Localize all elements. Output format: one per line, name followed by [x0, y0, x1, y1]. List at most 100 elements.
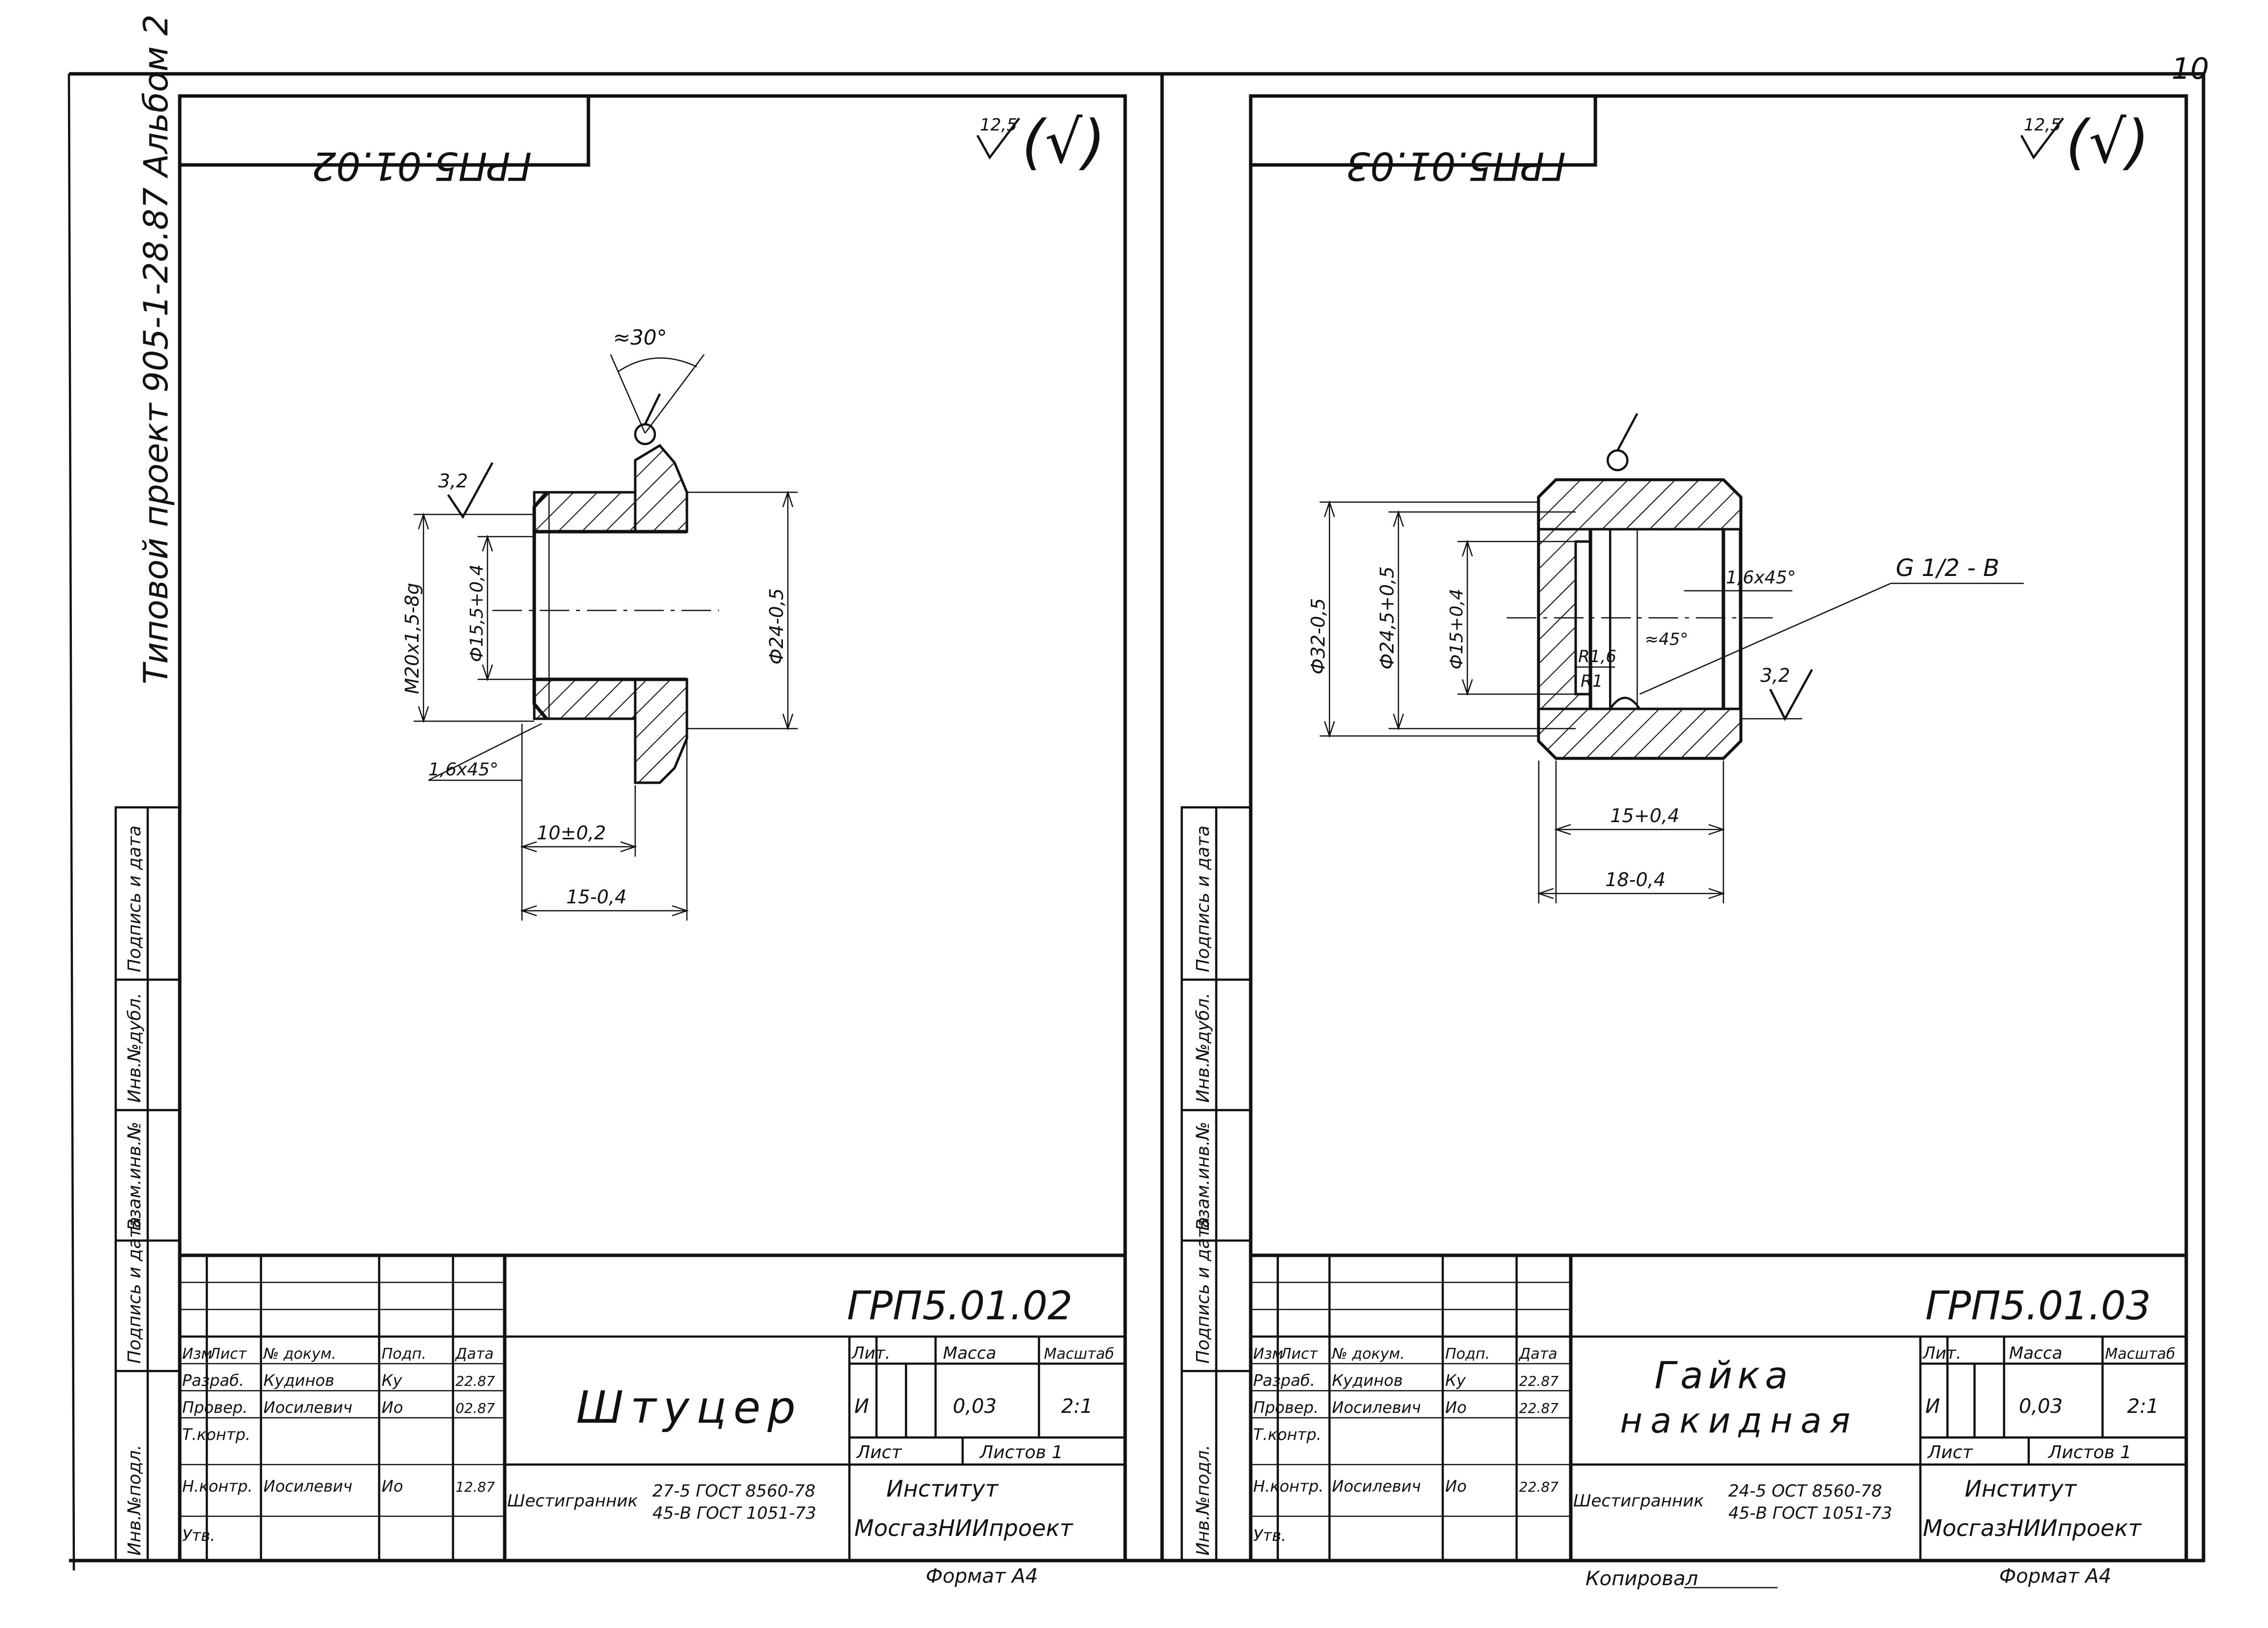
svg-text:Ио: Ио [382, 1477, 403, 1496]
side-note: Типовой проект 905-1-28.87 Альбом 2 [137, 14, 176, 684]
svg-text:12,5: 12,5 [980, 115, 1017, 135]
svg-text:№ докум.: № докум. [262, 1345, 336, 1363]
copied-label: Копировал [1586, 1567, 1698, 1590]
svg-text:≈30°: ≈30° [613, 325, 667, 350]
svg-text:Масштаб: Масштаб [1044, 1345, 1114, 1363]
svg-text:Ф24,5+0,5: Ф24,5+0,5 [1376, 566, 1398, 670]
svg-text:(√): (√) [1022, 108, 1105, 177]
svg-text:22.87: 22.87 [455, 1373, 495, 1389]
svg-text:Масса: Масса [2009, 1343, 2062, 1363]
svg-text:Иосиле­вич: Иосиле­вич [263, 1398, 353, 1417]
svg-text:22.87: 22.87 [1519, 1400, 1558, 1416]
svg-text:Утв.: Утв. [182, 1526, 215, 1545]
svg-text:18-0,4: 18-0,4 [1605, 869, 1666, 891]
svg-text:22.87: 22.87 [1519, 1479, 1558, 1495]
svg-text:Институт: Институт [886, 1475, 999, 1502]
svg-text:Т.контр.: Т.контр. [182, 1425, 251, 1444]
svg-text:И: И [1925, 1395, 1940, 1418]
right-side-label-4: Подпись и дата [1193, 826, 1213, 972]
svg-text:45-В ГОСТ 1051-73: 45-В ГОСТ 1051-73 [1728, 1503, 1892, 1523]
svg-text:И: И [854, 1395, 869, 1418]
svg-text:Дата: Дата [454, 1345, 494, 1363]
svg-text:Ио: Ио [1445, 1477, 1467, 1496]
svg-text:Лист: Лист [856, 1442, 902, 1463]
svg-text:Кудинов: Кудинов [263, 1371, 334, 1390]
svg-text:Листов 1: Листов 1 [2047, 1442, 2132, 1463]
svg-text:Ф15+0,4: Ф15+0,4 [1447, 589, 1467, 670]
svg-text:R1,6: R1,6 [1578, 647, 1617, 667]
right-side-label-3: Инв.№дубл. [1193, 993, 1213, 1103]
svg-text:Т.контр.: Т.контр. [1253, 1425, 1322, 1444]
svg-text:Н.контр.: Н.контр. [182, 1477, 253, 1496]
right-title-block: Изм Лист № докум. Подп. Дата Разраб. Куд… [1251, 1253, 2186, 1561]
svg-text:Ку: Ку [1445, 1371, 1466, 1390]
right-stamp-code-rotated: ГРП5.01.03 [1346, 143, 1566, 188]
svg-text:Ф15,5+0,4: Ф15,5+0,4 [467, 564, 487, 662]
left-roughness-mark: 12,5 (√) [976, 108, 1105, 177]
svg-text:Листов 1: Листов 1 [979, 1442, 1063, 1463]
right-part-nut: Ф32-0,5 Ф24,5+0,5 Ф15+0,4 1,6х45° G 1/2 … [1307, 413, 2024, 903]
svg-text:45-В ГОСТ 1051-73: 45-В ГОСТ 1051-73 [652, 1503, 816, 1523]
svg-text:Ку: Ку [382, 1371, 403, 1390]
right-side-label-0: Инв.№подл. [1193, 1445, 1213, 1556]
svg-text:Разраб.: Разраб. [1253, 1371, 1315, 1390]
svg-text:G 1/2 - B: G 1/2 - B [1896, 554, 1999, 582]
svg-text:Ф24-0,5: Ф24-0,5 [766, 588, 787, 665]
svg-text:Кудинов: Кудинов [1332, 1371, 1403, 1390]
svg-text:≈45°: ≈45° [1645, 630, 1688, 649]
svg-text:15+0,4: 15+0,4 [1610, 805, 1680, 827]
svg-text:№ докум.: № докум. [1331, 1345, 1405, 1363]
svg-text:Шестигранник: Шестигранник [507, 1491, 638, 1511]
svg-text:10±0,2: 10±0,2 [537, 822, 606, 844]
svg-text:Провер.: Провер. [1253, 1398, 1319, 1417]
svg-text:Ф32-0,5: Ф32-0,5 [1307, 598, 1329, 674]
svg-text:24-5 ОСТ 8560-78: 24-5 ОСТ 8560-78 [1728, 1481, 1882, 1501]
svg-text:12,5: 12,5 [2024, 115, 2061, 135]
svg-text:3,2: 3,2 [1760, 665, 1790, 686]
left-side-label-2: Взам.инв.№ [125, 1121, 145, 1231]
svg-text:Подп.: Подп. [1445, 1345, 1490, 1363]
left-part-fitting: ≈30° 3,2 М20х1,5-8g Ф15,5+0,4 Ф24-0,5 [401, 325, 798, 921]
svg-text:Изм: Изм [182, 1345, 212, 1363]
left-format-label: Формат А4 [926, 1565, 1038, 1588]
svg-text:Изм: Изм [1253, 1345, 1283, 1363]
svg-text:Институт: Институт [1965, 1475, 2077, 1502]
svg-text:Шестигранник: Шестигранник [1573, 1491, 1704, 1511]
svg-text:2:1: 2:1 [1061, 1395, 1093, 1418]
svg-text:Лист: Лист [209, 1345, 248, 1363]
svg-text:Дата: Дата [1518, 1345, 1557, 1363]
svg-text:Лит.: Лит. [1922, 1343, 1961, 1363]
right-format-label: Формат А4 [1999, 1565, 2111, 1588]
svg-text:Разраб.: Разраб. [182, 1371, 244, 1390]
svg-text:Ио: Ио [1445, 1398, 1467, 1417]
right-part-name-line2: накидная [1620, 1401, 1858, 1441]
right-side-label-1: Подпись и дата [1193, 1217, 1213, 1364]
right-side-label-2: Взам.инв.№ [1193, 1121, 1213, 1231]
svg-text:1,6х45°: 1,6х45° [1726, 568, 1796, 588]
svg-text:(√): (√) [2066, 108, 2149, 177]
svg-text:Лист: Лист [1927, 1442, 1973, 1463]
right-title-code: ГРП5.01.03 [1925, 1283, 2151, 1329]
svg-text:27-5 ГОСТ 8560-78: 27-5 ГОСТ 8560-78 [652, 1481, 815, 1501]
svg-text:Ио: Ио [382, 1398, 403, 1417]
svg-text:Н.контр.: Н.контр. [1253, 1477, 1324, 1496]
svg-text:Лит.: Лит. [851, 1343, 890, 1363]
svg-text:0,03: 0,03 [953, 1395, 997, 1418]
svg-text:Иосилевич: Иосилевич [263, 1477, 353, 1496]
left-drawing: ГРП5.01.02 Типовой проект 905-1-28.87 Ал… [67, 14, 1164, 1588]
svg-text:Масштаб: Масштаб [2105, 1345, 2175, 1363]
svg-text:МосгазНИИпроект: МосгазНИИпроект [1923, 1515, 2142, 1541]
svg-text:02.87: 02.87 [455, 1400, 495, 1416]
svg-text:Утв.: Утв. [1253, 1526, 1286, 1545]
right-roughness-mark: 12,5 (√) [2020, 108, 2149, 177]
svg-text:МосгазНИИпроект: МосгазНИИпроект [854, 1515, 1073, 1541]
right-drawing: ГРП5.01.03 Инв.№подл. Подпись и дата Вза… [1162, 72, 2205, 1590]
svg-text:2:1: 2:1 [2127, 1395, 2159, 1418]
svg-text:22.87: 22.87 [1519, 1373, 1558, 1389]
left-side-label-3: Инв.№дубл. [125, 993, 145, 1103]
svg-text:Подп.: Подп. [382, 1345, 426, 1363]
svg-text:0,03: 0,03 [2019, 1395, 2063, 1418]
left-side-label-1: Подпись и дата [125, 1217, 145, 1364]
svg-text:Иосилевич: Иосилевич [1332, 1477, 1421, 1496]
